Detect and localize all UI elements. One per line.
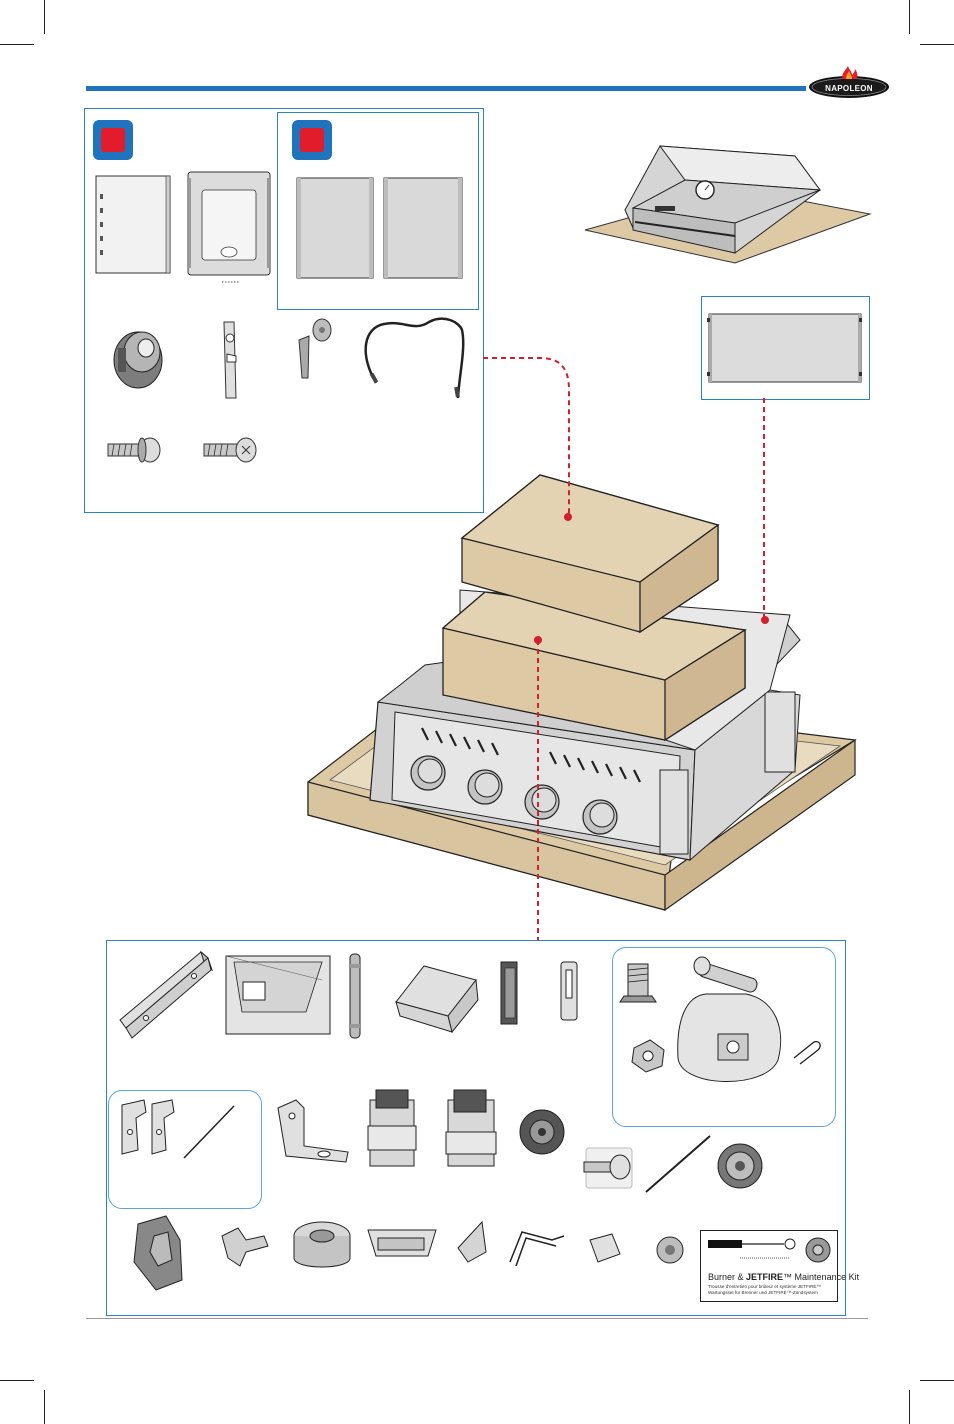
burner-bracket <box>445 1089 497 1167</box>
parts-bag <box>677 993 782 1082</box>
u-clip <box>589 1233 621 1263</box>
header-bar <box>86 86 806 91</box>
wrench-tool <box>223 321 237 399</box>
side-panel-right <box>383 177 463 279</box>
crop-mark <box>44 1390 45 1424</box>
part-group-badge <box>93 120 133 160</box>
control-knob <box>410 755 446 791</box>
hex-nut <box>631 1039 665 1073</box>
accessory-parts-illustration <box>95 171 465 463</box>
crop-mark <box>0 1380 34 1381</box>
ignition-rod <box>645 1135 711 1193</box>
regulator-knob <box>656 1236 684 1264</box>
crop-mark <box>920 1380 954 1381</box>
side-panel-left <box>296 177 374 279</box>
cabinet-door <box>187 171 271 283</box>
l-bracket <box>277 1099 349 1163</box>
fastener-group-panel <box>612 947 836 1127</box>
crop-mark <box>909 0 910 34</box>
drip-tray <box>225 955 331 1035</box>
kit-title: Burner & JETFIRE™ Maintenance Kit <box>708 1272 860 1282</box>
igniter-module <box>500 961 518 1025</box>
grill-head-on-cardboard <box>584 145 872 264</box>
crop-mark <box>920 44 954 45</box>
part-group-badge <box>292 120 332 160</box>
cotter-pin <box>793 1040 821 1065</box>
mounting-bracket-pair <box>121 1099 235 1159</box>
logo-text: NAPOLEON <box>825 84 873 93</box>
pan-head-screw <box>203 437 257 463</box>
shelf-panel <box>707 313 862 383</box>
control-knob <box>582 799 618 835</box>
control-knob <box>113 331 163 389</box>
bracket-group-panel <box>108 1090 262 1209</box>
cabinet-side-panel <box>95 175 171 274</box>
handle-wire <box>509 1231 565 1267</box>
brush-icon <box>708 1238 796 1250</box>
igniter-electrode <box>298 318 332 379</box>
hinge-pin <box>693 956 758 993</box>
control-dial <box>717 1143 763 1189</box>
kit-subtitle-de: Wartungsset für Brenner und JETFIRE™-Zün… <box>708 1290 818 1295</box>
control-knob <box>467 769 503 805</box>
kit-subtitle-fr: Trousse d'entretien pour brûleur et syst… <box>708 1284 821 1289</box>
hex-screw <box>107 437 161 463</box>
angle-bracket <box>119 950 213 1039</box>
hex-bolt <box>619 963 657 1003</box>
napoleon-flame-logo: NAPOLEON <box>809 66 889 98</box>
grease-tray <box>367 1229 437 1257</box>
crop-mark <box>909 1390 910 1424</box>
corner-bracket <box>457 1220 487 1263</box>
gear-knob <box>519 1109 565 1155</box>
thumb-screw <box>583 1147 633 1189</box>
crop-mark <box>44 0 45 34</box>
burner-bracket <box>367 1089 417 1167</box>
rubber-foot <box>293 1221 351 1268</box>
heat-deflector <box>395 965 479 1034</box>
crop-mark <box>0 44 34 45</box>
wing-nut <box>221 1227 269 1267</box>
ignition-wire <box>364 317 465 399</box>
crossover-tube <box>349 953 361 1039</box>
footer-line <box>86 1318 868 1319</box>
hardware-parts-illustration <box>119 950 821 1291</box>
side-panel-group <box>277 112 479 310</box>
spring-clip <box>560 961 578 1021</box>
flame-logo-badge <box>133 1215 183 1291</box>
gear-icon <box>805 1237 831 1263</box>
maintenance-kit-box: Burner & JETFIRE™ Maintenance Kit Trouss… <box>700 1230 860 1302</box>
vent-slots <box>421 727 641 783</box>
grill-body-in-shipping-box <box>307 474 857 912</box>
